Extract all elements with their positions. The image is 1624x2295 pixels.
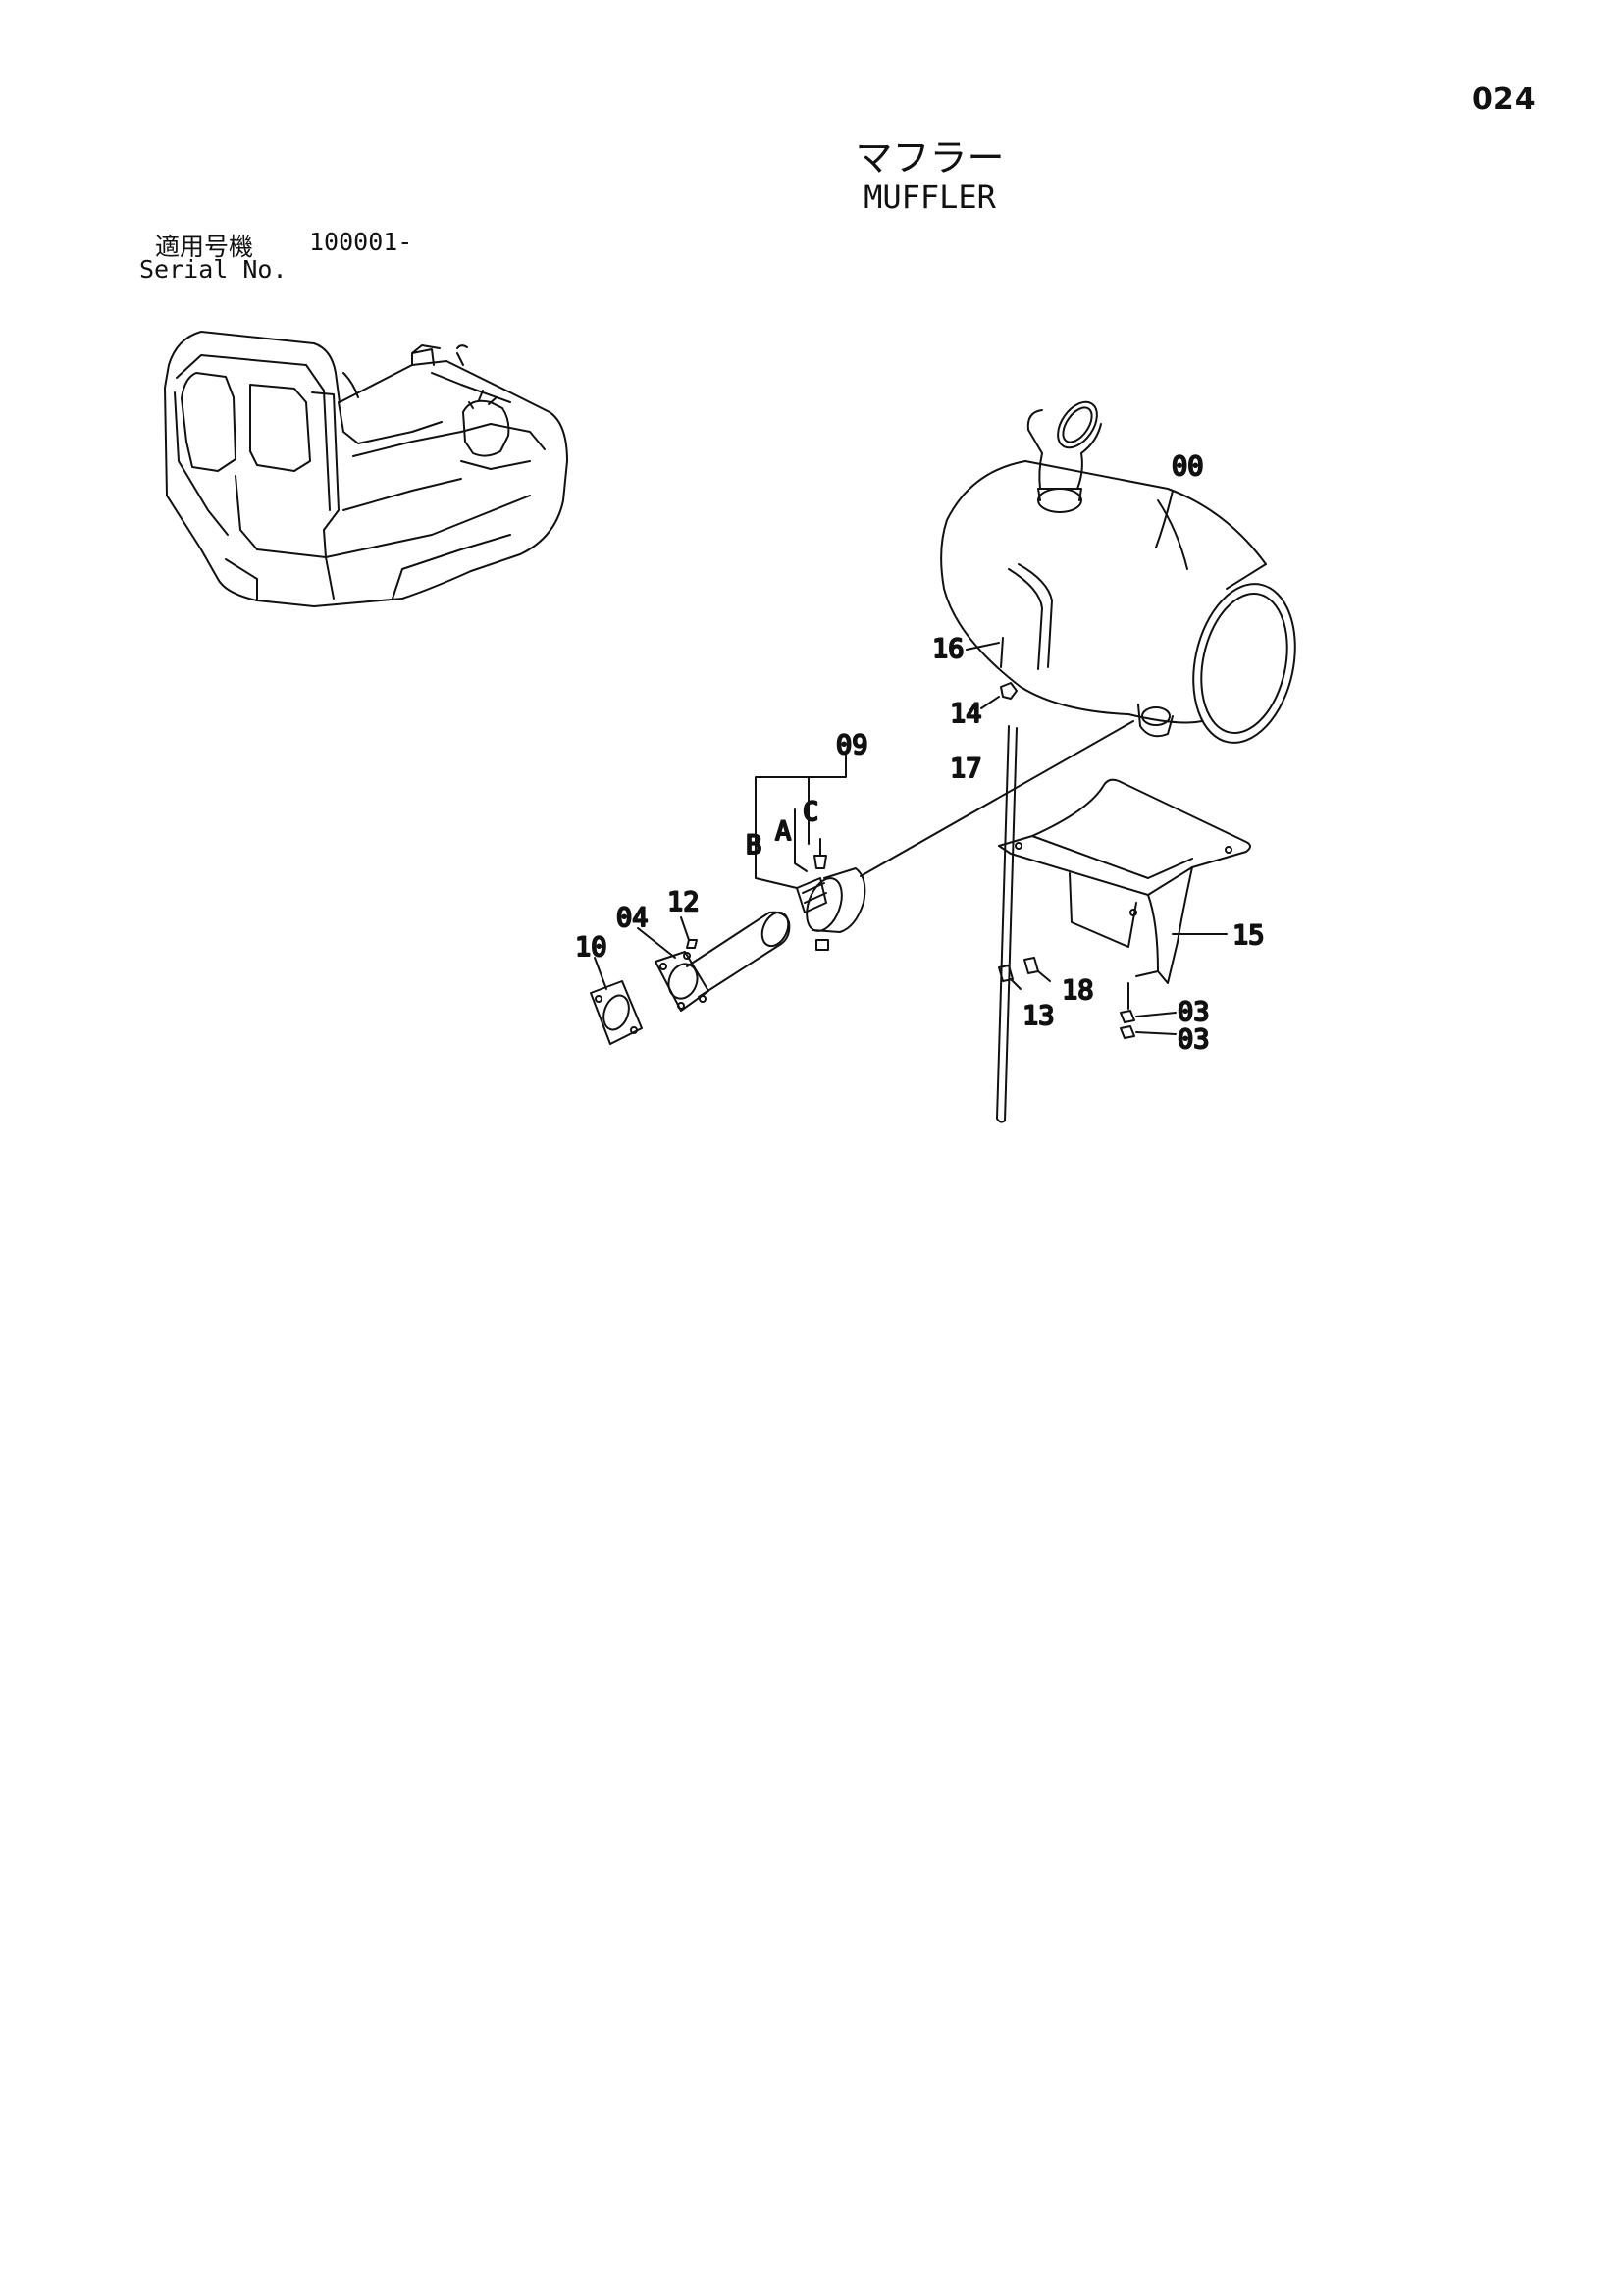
bolt-13 (998, 965, 1014, 982)
nut-03-lower (1120, 1025, 1135, 1039)
page-title-japanese: マフラー (855, 136, 1005, 180)
gasket (590, 980, 643, 1045)
callout-18: 18 (1062, 975, 1094, 1006)
callout-10: 10 (575, 932, 607, 963)
page-number: 024 (1472, 82, 1537, 117)
callout-labels: 00 16 14 09 17 C A B 12 04 10 15 18 13 0… (574, 450, 1266, 1056)
callout-03-upper: 03 (1178, 997, 1210, 1027)
clamp-assembly (796, 838, 866, 951)
muffler-cover (998, 778, 1251, 984)
serial-number-value: 100001- (309, 228, 413, 256)
strap-16 (1000, 637, 1004, 668)
callout-00: 00 (1172, 451, 1204, 482)
callout-03-lower: 03 (1178, 1024, 1210, 1055)
leader-line-clamp-to-muffler (860, 720, 1134, 877)
exhaust-pipe (655, 911, 791, 1012)
callout-14: 14 (950, 699, 982, 729)
callout-13: 13 (1022, 1001, 1055, 1031)
bolt-12 (686, 939, 698, 949)
bolt-18 (1023, 957, 1039, 974)
rod-17 (996, 725, 1018, 1123)
callout-16: 16 (932, 634, 965, 664)
excavator-locator-illustration (164, 331, 568, 607)
serial-label: Serial No. (139, 255, 288, 284)
muffler-body (940, 400, 1296, 744)
callout-17: 17 (950, 754, 982, 784)
callout-c: C (803, 797, 818, 827)
page-title: MUFFLER (864, 179, 996, 216)
callout-a: A (775, 816, 791, 847)
callout-b: B (746, 830, 761, 861)
callout-leaders (594, 490, 1228, 1035)
serial-label-japanese: 適用号機 (155, 233, 254, 261)
callout-04: 04 (616, 903, 649, 933)
callout-15: 15 (1232, 920, 1265, 951)
clip-14 (1000, 682, 1018, 700)
callout-09: 09 (836, 730, 868, 760)
nut-03-upper (1120, 1010, 1135, 1023)
callout-12: 12 (667, 887, 700, 917)
